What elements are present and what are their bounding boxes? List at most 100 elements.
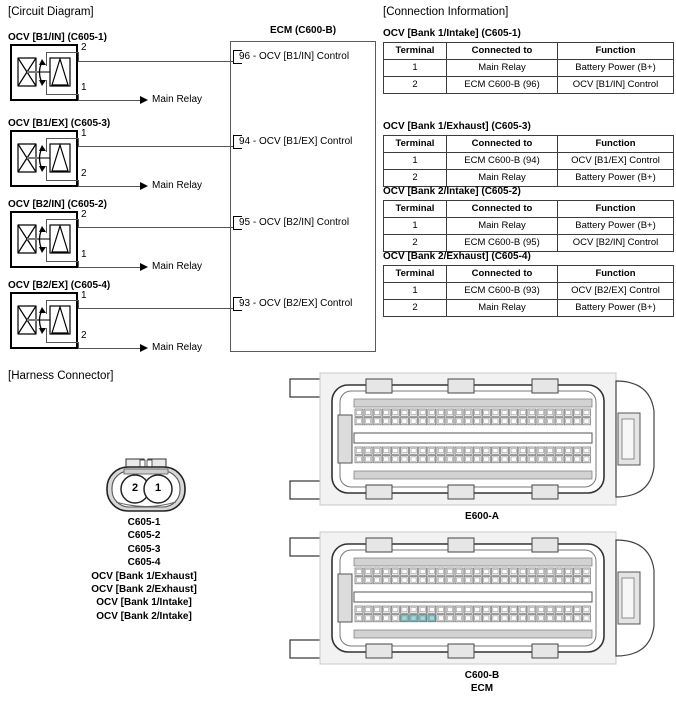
wire-b1in-to-relay: [78, 100, 140, 101]
table-row: 1 Main Relay Battery Power (B+): [383, 59, 674, 77]
ecm-pin-label-95: 95 - OCV [B2/IN] Control: [239, 217, 350, 228]
solenoid-valve-icon: [17, 56, 71, 87]
wire-b1ex-to-relay: [78, 186, 140, 187]
table-header-row: Terminal Connected to Function: [383, 200, 674, 218]
harness-connector-drawing: 2 1: [104, 458, 188, 519]
cell-connected-to: ECM C600-B (93): [446, 282, 558, 300]
ecm-connector-icon: [289, 372, 655, 506]
harness-label: OCV [Bank 1/Exhaust]: [91, 570, 197, 582]
lead-top-b1in-v: [46, 52, 47, 66]
table-header-row: Terminal Connected to Function: [383, 265, 674, 283]
cell-terminal: 2: [383, 76, 447, 94]
table-row: 2 Main Relay Battery Power (B+): [383, 299, 674, 317]
connector-pin-2-label: 2: [131, 482, 139, 494]
lead-top-b1in-h: [46, 52, 78, 53]
ecm-connector-caption-c600b-sub: ECM: [470, 683, 494, 694]
th-terminal: Terminal: [383, 135, 447, 153]
cell-terminal: 2: [383, 234, 447, 252]
harness-label: OCV [Bank 2/Intake]: [96, 610, 192, 622]
connector-pin-1-label: 1: [154, 482, 162, 494]
ocv-symbol-box-b2ex: [10, 292, 78, 349]
wire-b1ex-to-ecm: [78, 146, 233, 147]
cell-connected-to: Main Relay: [446, 217, 558, 235]
harness-label: C605-2: [127, 530, 161, 542]
lead-bot-b1ex-h: [46, 180, 78, 181]
arrow-icon-relay-b1ex: [140, 181, 148, 190]
pin-label-b1ex-bottom: 2: [81, 168, 87, 179]
relay-label-b2ex: Main Relay: [152, 342, 203, 353]
solenoid-valve-icon: [17, 142, 71, 173]
pin-label-b1in-top: 2: [81, 42, 87, 53]
cell-terminal: 1: [383, 59, 447, 77]
cell-function: OCV [B1/EX] Control: [557, 152, 674, 170]
cell-connected-to: Main Relay: [446, 169, 558, 187]
circuit-diagram-header: [Circuit Diagram]: [8, 6, 94, 18]
ocv-block-title-b1ex: OCV [B1/EX] (C605-3): [8, 118, 111, 129]
cell-connected-to: ECM C600-B (95): [446, 234, 558, 252]
cell-function: OCV [B2/EX] Control: [557, 282, 674, 300]
wire-b1ex-relay-riser: [78, 180, 79, 186]
th-function: Function: [557, 42, 674, 60]
harness-label: C605-4: [127, 557, 161, 569]
th-function: Function: [557, 200, 674, 218]
th-connected-to: Connected to: [446, 135, 558, 153]
cell-function: Battery Power (B+): [557, 59, 674, 77]
ecm-pin-bracket-93: [233, 297, 242, 311]
arrow-icon-relay-b1in: [140, 95, 148, 104]
ecm-pin-bracket-94: [233, 135, 242, 149]
th-terminal: Terminal: [383, 42, 447, 60]
harness-connector-label-list: C605-1 C605-2 C605-3 C605-4 OCV [Bank 1/…: [4, 516, 284, 623]
wire-b2in-to-ecm: [78, 227, 233, 228]
ecm-pin-label-96: 96 - OCV [B1/IN] Control: [239, 51, 350, 62]
cell-function: Battery Power (B+): [557, 169, 674, 187]
wire-b1ex-riser: [78, 138, 79, 146]
table-bank1-intake: Terminal Connected to Function 1 Main Re…: [383, 42, 674, 94]
ocv-block-title-b1in: OCV [B1/IN] (C605-1): [8, 32, 107, 43]
th-connected-to: Connected to: [446, 42, 558, 60]
relay-label-b2in: Main Relay: [152, 261, 203, 272]
wire-b2ex-to-ecm: [78, 308, 233, 309]
ecm-title: ECM (C600-B): [269, 25, 337, 36]
ocv-block-title-b2in: OCV [B2/IN] (C605-2): [8, 199, 107, 210]
cell-connected-to: ECM C600-B (94): [446, 152, 558, 170]
harness-label: OCV [Bank 1/Intake]: [96, 597, 192, 609]
lead-top-b1ex-v: [46, 138, 47, 152]
ecm-connector-caption-e600a: E600-A: [465, 511, 499, 522]
wire-b2ex-relay-riser: [78, 342, 79, 348]
lead-top-b2in-h: [46, 219, 78, 220]
cell-function: Battery Power (B+): [557, 217, 674, 235]
ecm-connector-icon: [289, 531, 655, 665]
pin-label-b1ex-top: 1: [81, 128, 87, 139]
harness-label: OCV [Bank 2/Exhaust]: [91, 584, 197, 596]
wire-b2in-riser: [78, 219, 79, 227]
lead-top-b2ex-v: [46, 300, 47, 314]
lead-bot-b1in-v: [46, 80, 47, 94]
cell-terminal: 2: [383, 169, 447, 187]
ecm-pin-bracket-96: [233, 50, 242, 64]
th-function: Function: [557, 135, 674, 153]
solenoid-valve-icon: [17, 304, 71, 335]
ocv-symbol-box-b1in: [10, 44, 78, 101]
pin-label-b1in-bottom: 1: [81, 82, 87, 93]
ocv-symbol-box-b2in: [10, 211, 78, 268]
lead-bot-b2in-v: [46, 247, 47, 261]
wire-b2in-to-relay: [78, 267, 140, 268]
harness-label: C605-3: [127, 543, 161, 555]
cell-function: OCV [B1/IN] Control: [557, 76, 674, 94]
table-title-bank1-exhaust: OCV [Bank 1/Exhaust] (C605-3): [383, 121, 531, 132]
table-bank2-exhaust: Terminal Connected to Function 1 ECM C60…: [383, 265, 674, 317]
table-row: 1 ECM C600-B (93) OCV [B2/EX] Control: [383, 282, 674, 300]
lead-top-b1ex-h: [46, 138, 78, 139]
ocv-block-title-b2ex: OCV [B2/EX] (C605-4): [8, 280, 111, 291]
relay-label-b1ex: Main Relay: [152, 180, 203, 191]
pin-label-b2in-bottom: 1: [81, 249, 87, 260]
cell-terminal: 1: [383, 217, 447, 235]
lead-top-b2ex-h: [46, 300, 78, 301]
two-pin-connector-icon: [106, 458, 186, 512]
cell-connected-to: ECM C600-B (96): [446, 76, 558, 94]
table-row: 2 Main Relay Battery Power (B+): [383, 169, 674, 187]
table-bank1-exhaust: Terminal Connected to Function 1 ECM C60…: [383, 135, 674, 187]
lead-bot-b2ex-v: [46, 328, 47, 342]
table-title-bank1-intake: OCV [Bank 1/Intake] (C605-1): [383, 28, 521, 39]
lead-bot-b2ex-h: [46, 342, 78, 343]
